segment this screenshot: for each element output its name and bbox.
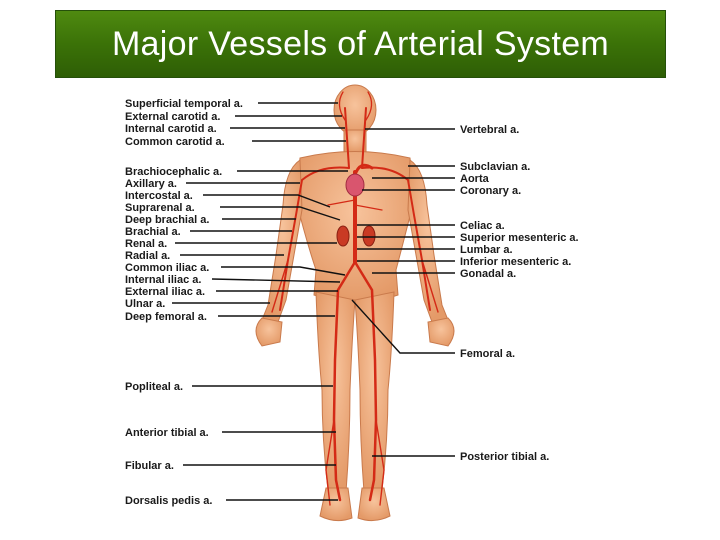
subclavian-right <box>361 166 431 311</box>
arteries <box>271 91 439 506</box>
radial-left <box>271 259 289 313</box>
label-femoral: Femoral a. <box>460 348 515 360</box>
left-hand <box>255 317 283 347</box>
right-labels: Vertebral a. Subclavian a. Aorta Coronar… <box>460 124 579 463</box>
label-vertebral: Vertebral a. <box>460 124 519 136</box>
label-intercostal: Intercostal a. <box>125 190 193 202</box>
carotid-right <box>361 107 367 169</box>
label-internal-iliac: Internal iliac a. <box>125 274 201 286</box>
label-renal: Renal a. <box>125 238 167 250</box>
radial-right <box>421 259 439 313</box>
label-fibular: Fibular a. <box>125 460 174 472</box>
left-leader-lines <box>172 102 348 501</box>
label-radial: Radial a. <box>125 250 170 262</box>
label-aorta: Aorta <box>460 173 490 185</box>
leader-femoral <box>351 299 455 354</box>
left-labels: Superficial temporal a. External carotid… <box>125 98 243 507</box>
iliac-left <box>332 260 357 502</box>
label-ulnar: Ulnar a. <box>125 298 165 310</box>
label-superficial-temporal: Superficial temporal a. <box>125 98 243 110</box>
title-bar: Major Vessels of Arterial System <box>55 10 666 78</box>
label-posterior-tibial: Posterior tibial a. <box>460 451 549 463</box>
label-internal-carotid: Internal carotid a. <box>125 123 217 135</box>
label-subclavian: Subclavian a. <box>460 161 530 173</box>
label-anterior-tibial: Anterior tibial a. <box>125 427 209 439</box>
label-brachial: Brachial a. <box>125 226 181 238</box>
left-arm <box>261 159 303 323</box>
label-common-carotid: Common carotid a. <box>125 136 225 148</box>
left-foot <box>319 487 353 522</box>
label-brachiocephalic: Brachiocephalic a. <box>125 166 222 178</box>
right-foot <box>357 487 391 522</box>
label-gonadal: Gonadal a. <box>460 268 516 280</box>
label-external-iliac: External iliac a. <box>125 286 205 298</box>
label-inferior-mesenteric: Inferior mesenteric a. <box>460 256 571 268</box>
label-external-carotid: External carotid a. <box>125 111 220 123</box>
right-leader-lines <box>351 128 455 457</box>
label-suprarenal: Suprarenal a. <box>125 202 195 214</box>
label-deep-brachial: Deep brachial a. <box>125 214 209 226</box>
kidney-left <box>336 225 350 247</box>
label-common-iliac: Common iliac a. <box>125 262 209 274</box>
head-branches <box>338 91 373 121</box>
tibial-right <box>375 419 385 506</box>
label-superior-mesenteric: Superior mesenteric a. <box>460 232 579 244</box>
right-hand <box>427 317 455 347</box>
intercostal-branches <box>327 199 383 211</box>
slide-title: Major Vessels of Arterial System <box>111 25 610 63</box>
label-deep-femoral: Deep femoral a. <box>125 311 207 323</box>
tibial-left <box>325 419 335 506</box>
label-lumbar: Lumbar a. <box>460 244 513 256</box>
subclavian-left <box>279 166 350 311</box>
leader-suprarenal <box>220 206 341 221</box>
label-axillary: Axillary a. <box>125 178 177 190</box>
heart <box>345 173 365 197</box>
iliac-right <box>353 260 378 502</box>
label-celiac: Celiac a. <box>460 220 505 232</box>
label-popliteal: Popliteal a. <box>125 381 183 393</box>
leader-intercostal <box>203 194 331 208</box>
leader-internal-iliac <box>211 278 341 283</box>
label-dorsalis-pedis: Dorsalis pedis a. <box>125 495 212 507</box>
kidney-right <box>362 225 376 247</box>
carotid-left <box>344 107 350 169</box>
label-coronary: Coronary a. <box>460 185 521 197</box>
leader-common-iliac <box>221 266 346 276</box>
